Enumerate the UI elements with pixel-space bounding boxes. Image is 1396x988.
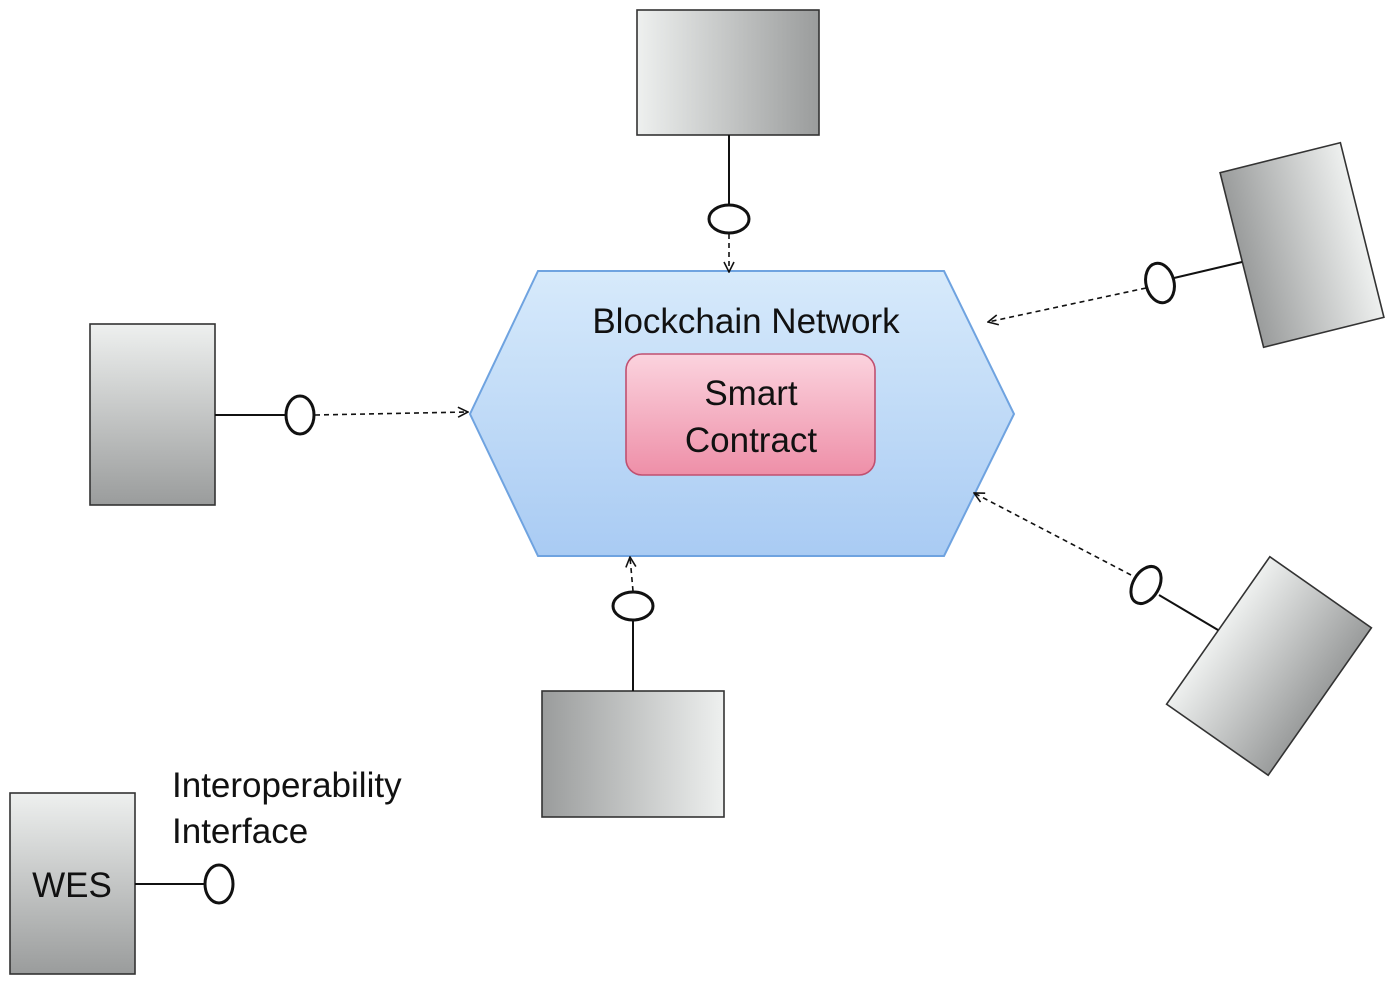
node-left-dependency-arrow	[314, 412, 468, 415]
blockchain-network-label: Blockchain Network	[592, 302, 900, 341]
node-bottom-interface-icon	[611, 590, 655, 622]
node-bottom-dependency-arrow	[630, 557, 633, 592]
node-top-interface-icon	[707, 203, 751, 235]
node-left-box	[89, 323, 216, 506]
node-upper-right	[988, 141, 1385, 349]
node-lower-right-interface-icon	[1129, 565, 1163, 605]
node-upper-right-interface-icon	[1144, 261, 1176, 305]
node-bottom	[541, 557, 725, 818]
legend-interface-icon	[203, 863, 235, 905]
node-left-interface-icon	[284, 394, 316, 436]
legend-wes-box	[9, 792, 136, 975]
node-left	[89, 323, 468, 506]
node-lower-right	[974, 493, 1373, 777]
smart-contract-label-line1: Smart	[704, 374, 798, 413]
smart-contract-box	[625, 353, 876, 476]
legend-interface-label-line2: Interface	[172, 812, 308, 851]
smart-contract-label-line2: Contract	[685, 421, 818, 460]
node-upper-right-dependency-arrow	[988, 287, 1147, 322]
legend: WES Interoperability Interface	[9, 766, 402, 975]
node-lower-right-box	[1165, 555, 1373, 777]
legend-interface-label-line1: Interoperability	[172, 766, 402, 805]
smart-contract: Smart Contract	[625, 353, 876, 476]
node-upper-right-box	[1219, 141, 1385, 349]
node-top	[636, 9, 820, 272]
node-lower-right-dependency-arrow	[974, 493, 1132, 576]
node-bottom-box	[541, 690, 725, 818]
node-upper-right-connector	[1173, 261, 1243, 279]
node-lower-right-connector	[1158, 594, 1219, 631]
legend-wes-label: WES	[32, 866, 112, 905]
node-top-box	[636, 9, 820, 136]
